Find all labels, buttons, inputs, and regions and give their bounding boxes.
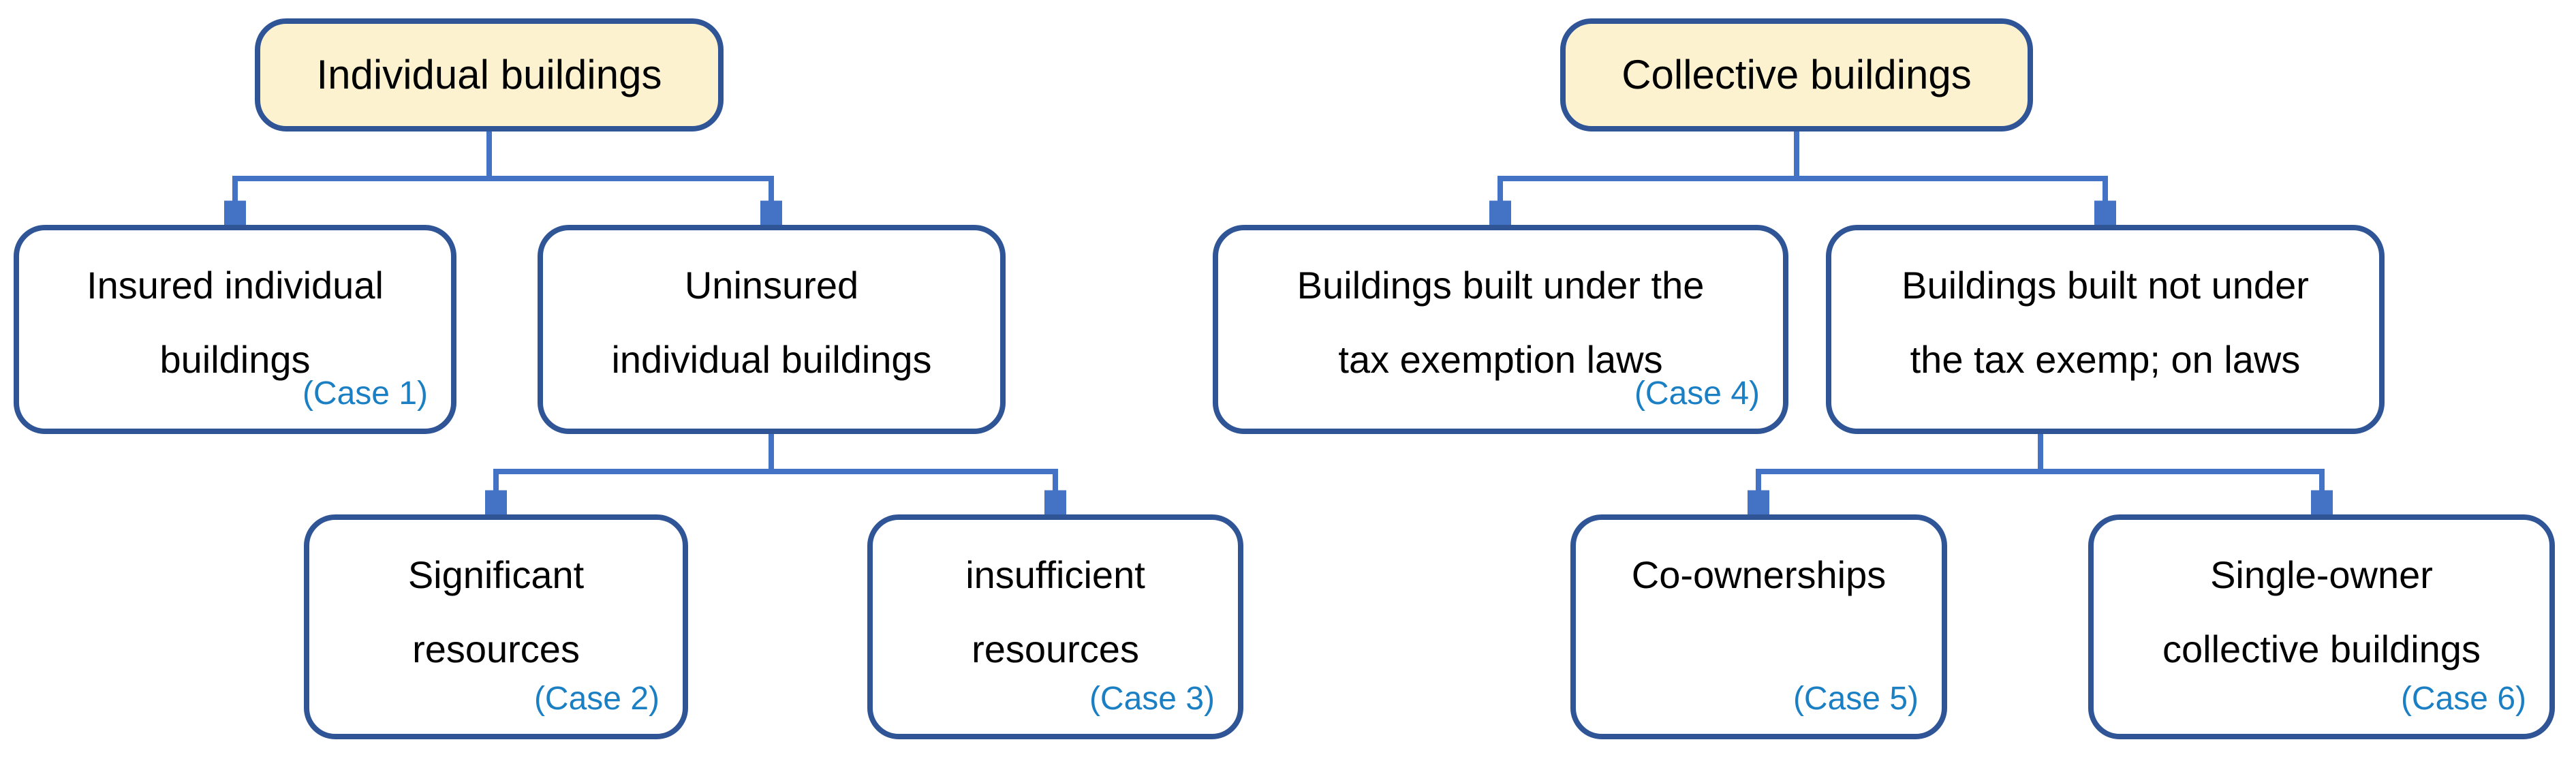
node-label-line: tax exemption laws [1338, 338, 1663, 381]
connector-individual-to-children [235, 132, 771, 202]
connector-uninsured-to-children [496, 433, 1055, 491]
node-label-line: resources [412, 628, 580, 670]
node-label-line: Co-ownerships [1631, 553, 1887, 596]
case-label: (Case 2) [533, 681, 659, 717]
case-label: (Case 1) [302, 375, 428, 412]
node-label-line: the tax exemp; on laws [1910, 338, 2301, 381]
node-label-line: Collective buildings [1621, 52, 1972, 97]
node-uninsured-individual-buildings: Uninsured individual buildings [538, 225, 1006, 434]
connector-not-under-tax-to-children [1758, 433, 2322, 491]
node-buildings-under-tax-exemption: Buildings built under the tax exemption … [1213, 225, 1788, 434]
case-label: (Case 6) [2400, 681, 2526, 717]
node-insufficient-resources: insufficient resources (Case 3) [867, 514, 1243, 739]
node-significant-resources: Significant resources (Case 2) [304, 514, 688, 739]
node-label-line: individual buildings [611, 338, 932, 381]
case-label: (Case 4) [1634, 375, 1760, 412]
node-label-line: Buildings built under the [1297, 264, 1705, 307]
node-collective-buildings: Collective buildings [1560, 18, 2033, 132]
connector-collective-to-children [1500, 132, 2105, 202]
node-label-line: Single-owner [2210, 553, 2433, 596]
case-label: (Case 5) [1793, 681, 1919, 717]
node-co-ownerships: Co-ownerships (Case 5) [1570, 514, 1947, 739]
node-buildings-not-under-tax-exemption: Buildings built not under the tax exemp;… [1826, 225, 2385, 434]
node-label-line: insufficient [965, 553, 1145, 596]
node-label-line: Significant [407, 553, 585, 596]
case-label: (Case 3) [1089, 681, 1215, 717]
node-individual-buildings: Individual buildings [255, 18, 724, 132]
node-label-line: Individual buildings [316, 52, 662, 97]
node-label-line: buildings [159, 338, 311, 381]
node-single-owner-collective-buildings: Single-owner collective buildings (Case … [2088, 514, 2555, 739]
node-label-line: Uninsured [684, 264, 859, 307]
node-label-line: Insured individual [87, 264, 384, 307]
node-label-line: collective buildings [2162, 628, 2481, 670]
node-label-line: resources [972, 628, 1139, 670]
node-insured-individual-buildings: Insured individual buildings (Case 1) [14, 225, 456, 434]
node-label-line: Buildings built not under [1902, 264, 2309, 307]
